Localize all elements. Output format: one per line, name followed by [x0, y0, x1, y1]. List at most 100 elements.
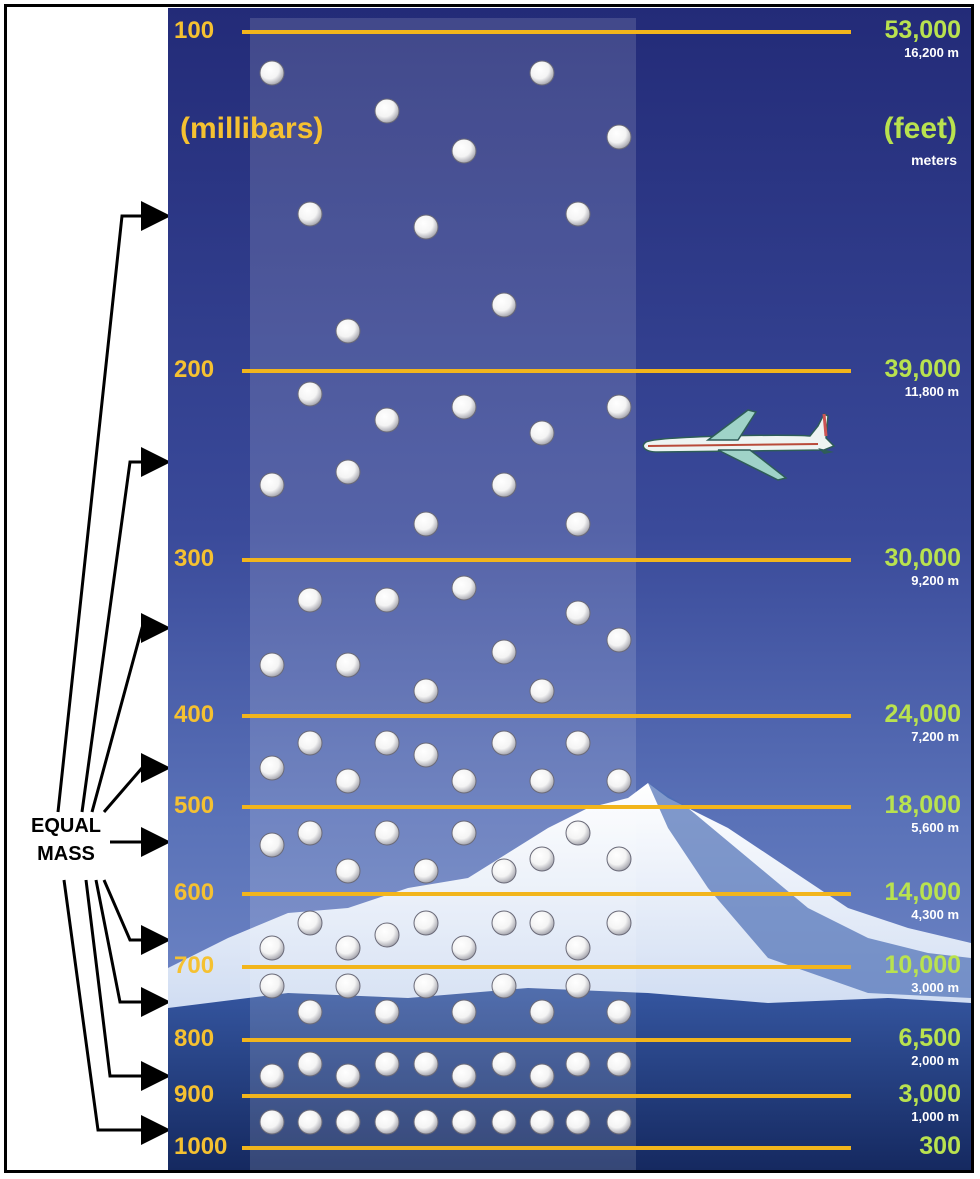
air-molecule-icon [297, 820, 323, 846]
pressure-label: 700 [174, 952, 215, 979]
air-molecule-icon [335, 935, 361, 961]
air-molecule-icon [413, 678, 439, 704]
air-molecule-icon [491, 1109, 517, 1135]
height-meters-label: 1,000 m [911, 1109, 959, 1124]
air-molecule-icon [259, 1063, 285, 1089]
air-molecule-icon [451, 768, 477, 794]
air-molecule-icon [606, 124, 632, 150]
air-molecule-icon [606, 768, 632, 794]
height-meters-label: 4,300 m [911, 907, 959, 922]
air-molecule-icon [374, 1109, 400, 1135]
air-molecule-icon [606, 1051, 632, 1077]
air-molecule-icon [529, 846, 555, 872]
air-molecule-icon [529, 420, 555, 446]
pressure-label: 600 [174, 879, 215, 906]
air-molecule-icon [374, 407, 400, 433]
air-molecule-icon [259, 60, 285, 86]
height-feet-label: 30,000 [884, 544, 961, 572]
air-molecule-icon [335, 1109, 361, 1135]
air-molecule-icon [374, 922, 400, 948]
height-feet-label: 24,000 [884, 700, 961, 728]
air-molecule-icon [529, 1063, 555, 1089]
air-molecule-icon [451, 138, 477, 164]
air-molecule-icon [606, 394, 632, 420]
air-molecule-icon [259, 652, 285, 678]
pressure-label: 800 [174, 1025, 215, 1052]
air-molecule-icon [491, 639, 517, 665]
air-molecule-icon [374, 1051, 400, 1077]
height-feet-label: 10,000 [884, 951, 961, 979]
height-feet-label: 53,000 [884, 16, 961, 44]
air-molecule-icon [335, 318, 361, 344]
air-molecule-icon [335, 768, 361, 794]
air-molecule-icon [374, 98, 400, 124]
air-molecule-icon [491, 858, 517, 884]
air-molecule-icon [491, 730, 517, 756]
air-molecule-icon [491, 292, 517, 318]
air-molecule-icon [413, 511, 439, 537]
pressure-label: 300 [174, 545, 215, 572]
height-feet-label: 3,000 [898, 1080, 961, 1108]
air-molecule-icon [451, 394, 477, 420]
air-molecule-icon [565, 1109, 591, 1135]
air-molecule-icon [259, 832, 285, 858]
atmosphere-scene [168, 8, 971, 1170]
air-molecule-icon [565, 201, 591, 227]
air-molecule-icon [413, 742, 439, 768]
air-molecule-icon [297, 910, 323, 936]
air-molecule-icon [606, 999, 632, 1025]
air-molecule-icon [451, 1109, 477, 1135]
air-molecule-icon [259, 755, 285, 781]
air-molecule-icon [491, 1051, 517, 1077]
air-molecule-icon [565, 600, 591, 626]
air-molecule-icon [529, 768, 555, 794]
air-molecule-icon [297, 381, 323, 407]
height-meters-label: 11,800 m [904, 384, 959, 399]
air-molecule-icon [529, 999, 555, 1025]
air-molecule-icon [529, 678, 555, 704]
height-subunit-label: meters [911, 152, 957, 168]
air-molecule-icon [451, 575, 477, 601]
air-molecule-icon [374, 587, 400, 613]
air-molecule-icon [413, 214, 439, 240]
air-molecule-icon [413, 973, 439, 999]
air-molecule-icon [335, 973, 361, 999]
pressure-label: 100 [174, 17, 215, 44]
mountain-icon [168, 783, 971, 1170]
height-meters-label: 16,200 m [904, 45, 959, 60]
air-molecule-icon [374, 999, 400, 1025]
height-feet-label: 39,000 [884, 355, 961, 383]
air-molecule-icon [297, 999, 323, 1025]
air-molecule-icon [259, 973, 285, 999]
equal-mass-label: EQUAL MASS [31, 815, 101, 865]
air-molecule-icon [565, 730, 591, 756]
air-molecule-icon [606, 846, 632, 872]
air-molecule-icon [335, 858, 361, 884]
air-molecule-icon [297, 730, 323, 756]
air-molecule-icon [451, 999, 477, 1025]
air-molecule-icon [565, 973, 591, 999]
air-molecule-icon [374, 820, 400, 846]
air-molecule-icon [491, 472, 517, 498]
air-molecule-icon [606, 627, 632, 653]
air-molecule-icon [565, 511, 591, 537]
air-molecule-icon [606, 1109, 632, 1135]
height-meters-label: 5,600 m [911, 820, 959, 835]
air-molecule-icon [259, 1109, 285, 1135]
air-molecule-icon [374, 730, 400, 756]
height-unit-label: (feet) [883, 112, 957, 145]
height-meters-label: 2,000 m [911, 1053, 959, 1068]
pressure-unit-label: (millibars) [180, 112, 324, 145]
air-molecule-icon [413, 1051, 439, 1077]
air-molecule-icon [529, 910, 555, 936]
air-molecule-icon [565, 820, 591, 846]
air-molecule-icon [529, 1109, 555, 1135]
air-molecule-icon [529, 60, 555, 86]
pressure-label: 200 [174, 356, 215, 383]
pressure-label: 900 [174, 1081, 215, 1108]
air-molecule-icon [606, 910, 632, 936]
height-feet-label: 6,500 [898, 1024, 961, 1052]
air-molecule-icon [413, 1109, 439, 1135]
height-feet-label: 18,000 [884, 791, 961, 819]
